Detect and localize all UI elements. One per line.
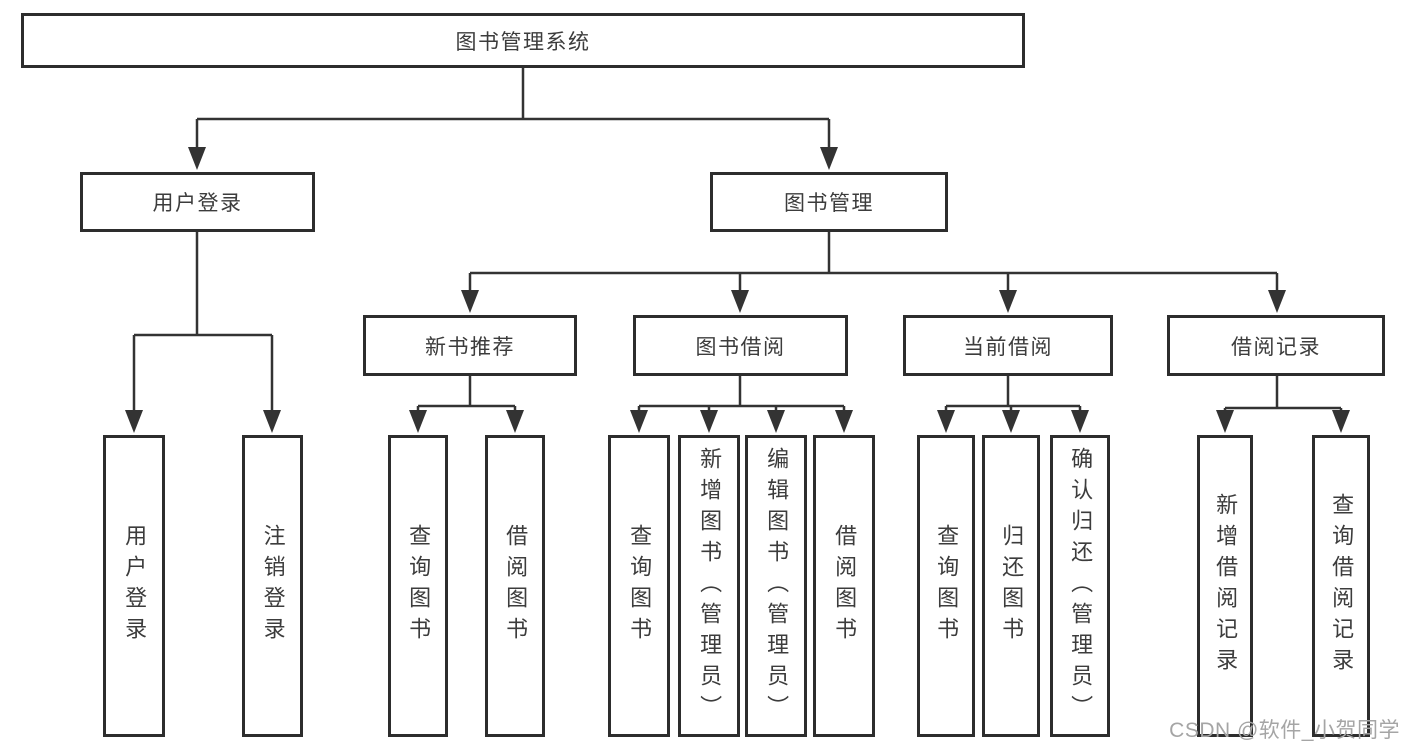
leaf-confirm-return-admin-label: 确认归还（管理员） — [1068, 446, 1094, 726]
leaf-confirm-return-admin: 确认归还（管理员） — [1050, 435, 1110, 737]
node-new-book-recommend: 新书推荐 — [363, 315, 577, 376]
leaf-query-books-borrow-label: 查询图书 — [627, 524, 653, 648]
node-borrow-records: 借阅记录 — [1167, 315, 1385, 376]
node-new-book-recommend-label: 新书推荐 — [425, 335, 515, 359]
connector-borrow-record-branch — [1223, 376, 1343, 414]
leaf-query-books-recommend: 查询图书 — [388, 435, 448, 737]
connector-book-management-branch — [468, 232, 1279, 292]
leaf-logout: 注销登录 — [242, 435, 303, 737]
arrowheads — [125, 147, 1350, 433]
leaf-add-borrow-record: 新增借阅记录 — [1197, 435, 1253, 737]
node-current-borrow-label: 当前借阅 — [963, 335, 1053, 359]
node-root-label: 图书管理系统 — [455, 30, 591, 54]
leaf-query-books-recommend-label: 查询图书 — [406, 524, 432, 648]
leaf-add-book-admin: 新增图书（管理员） — [678, 435, 740, 737]
leaf-borrow-books-label: 借阅图书 — [832, 524, 858, 648]
node-user-login-label: 用户登录 — [152, 192, 243, 215]
leaf-user-login-label: 用户登录 — [122, 524, 148, 648]
leaf-return-books: 归还图书 — [982, 435, 1040, 737]
leaf-query-books-current: 查询图书 — [917, 435, 975, 737]
connector-root-branch — [195, 68, 831, 150]
leaf-logout-label: 注销登录 — [260, 524, 286, 648]
node-user-login: 用户登录 — [80, 172, 315, 232]
leaf-borrow-books-recommend: 借阅图书 — [485, 435, 545, 737]
node-current-borrow: 当前借阅 — [903, 315, 1113, 376]
leaf-query-borrow-record: 查询借阅记录 — [1312, 435, 1370, 737]
leaf-borrow-books-recommend-label: 借阅图书 — [503, 524, 529, 648]
node-borrow-records-label: 借阅记录 — [1231, 335, 1321, 359]
node-book-management: 图书管理 — [710, 172, 948, 232]
connector-user-login-branch — [132, 232, 274, 412]
leaf-query-borrow-record-label: 查询借阅记录 — [1329, 493, 1355, 679]
leaf-return-books-label: 归还图书 — [999, 524, 1025, 648]
node-book-borrow: 图书借阅 — [633, 315, 848, 376]
connector-book-borrow-branch — [637, 376, 846, 414]
leaf-query-books-current-label: 查询图书 — [934, 524, 960, 648]
leaf-borrow-books: 借阅图书 — [813, 435, 875, 737]
node-book-management-label: 图书管理 — [784, 192, 874, 215]
leaf-edit-book-admin: 编辑图书（管理员） — [745, 435, 807, 737]
node-book-borrow-label: 图书借阅 — [695, 335, 786, 359]
node-root: 图书管理系统 — [21, 13, 1025, 68]
leaf-add-book-admin-label: 新增图书（管理员） — [697, 446, 723, 726]
watermark: CSDN @软件_小贺同学 — [1169, 719, 1400, 742]
leaf-query-books-borrow: 查询图书 — [608, 435, 670, 737]
leaf-user-login: 用户登录 — [103, 435, 165, 737]
leaf-add-borrow-record-label: 新增借阅记录 — [1213, 493, 1239, 679]
connector-current-borrow-branch — [944, 376, 1082, 414]
connector-new-book-branch — [416, 376, 517, 414]
leaf-edit-book-admin-label: 编辑图书（管理员） — [764, 446, 790, 726]
